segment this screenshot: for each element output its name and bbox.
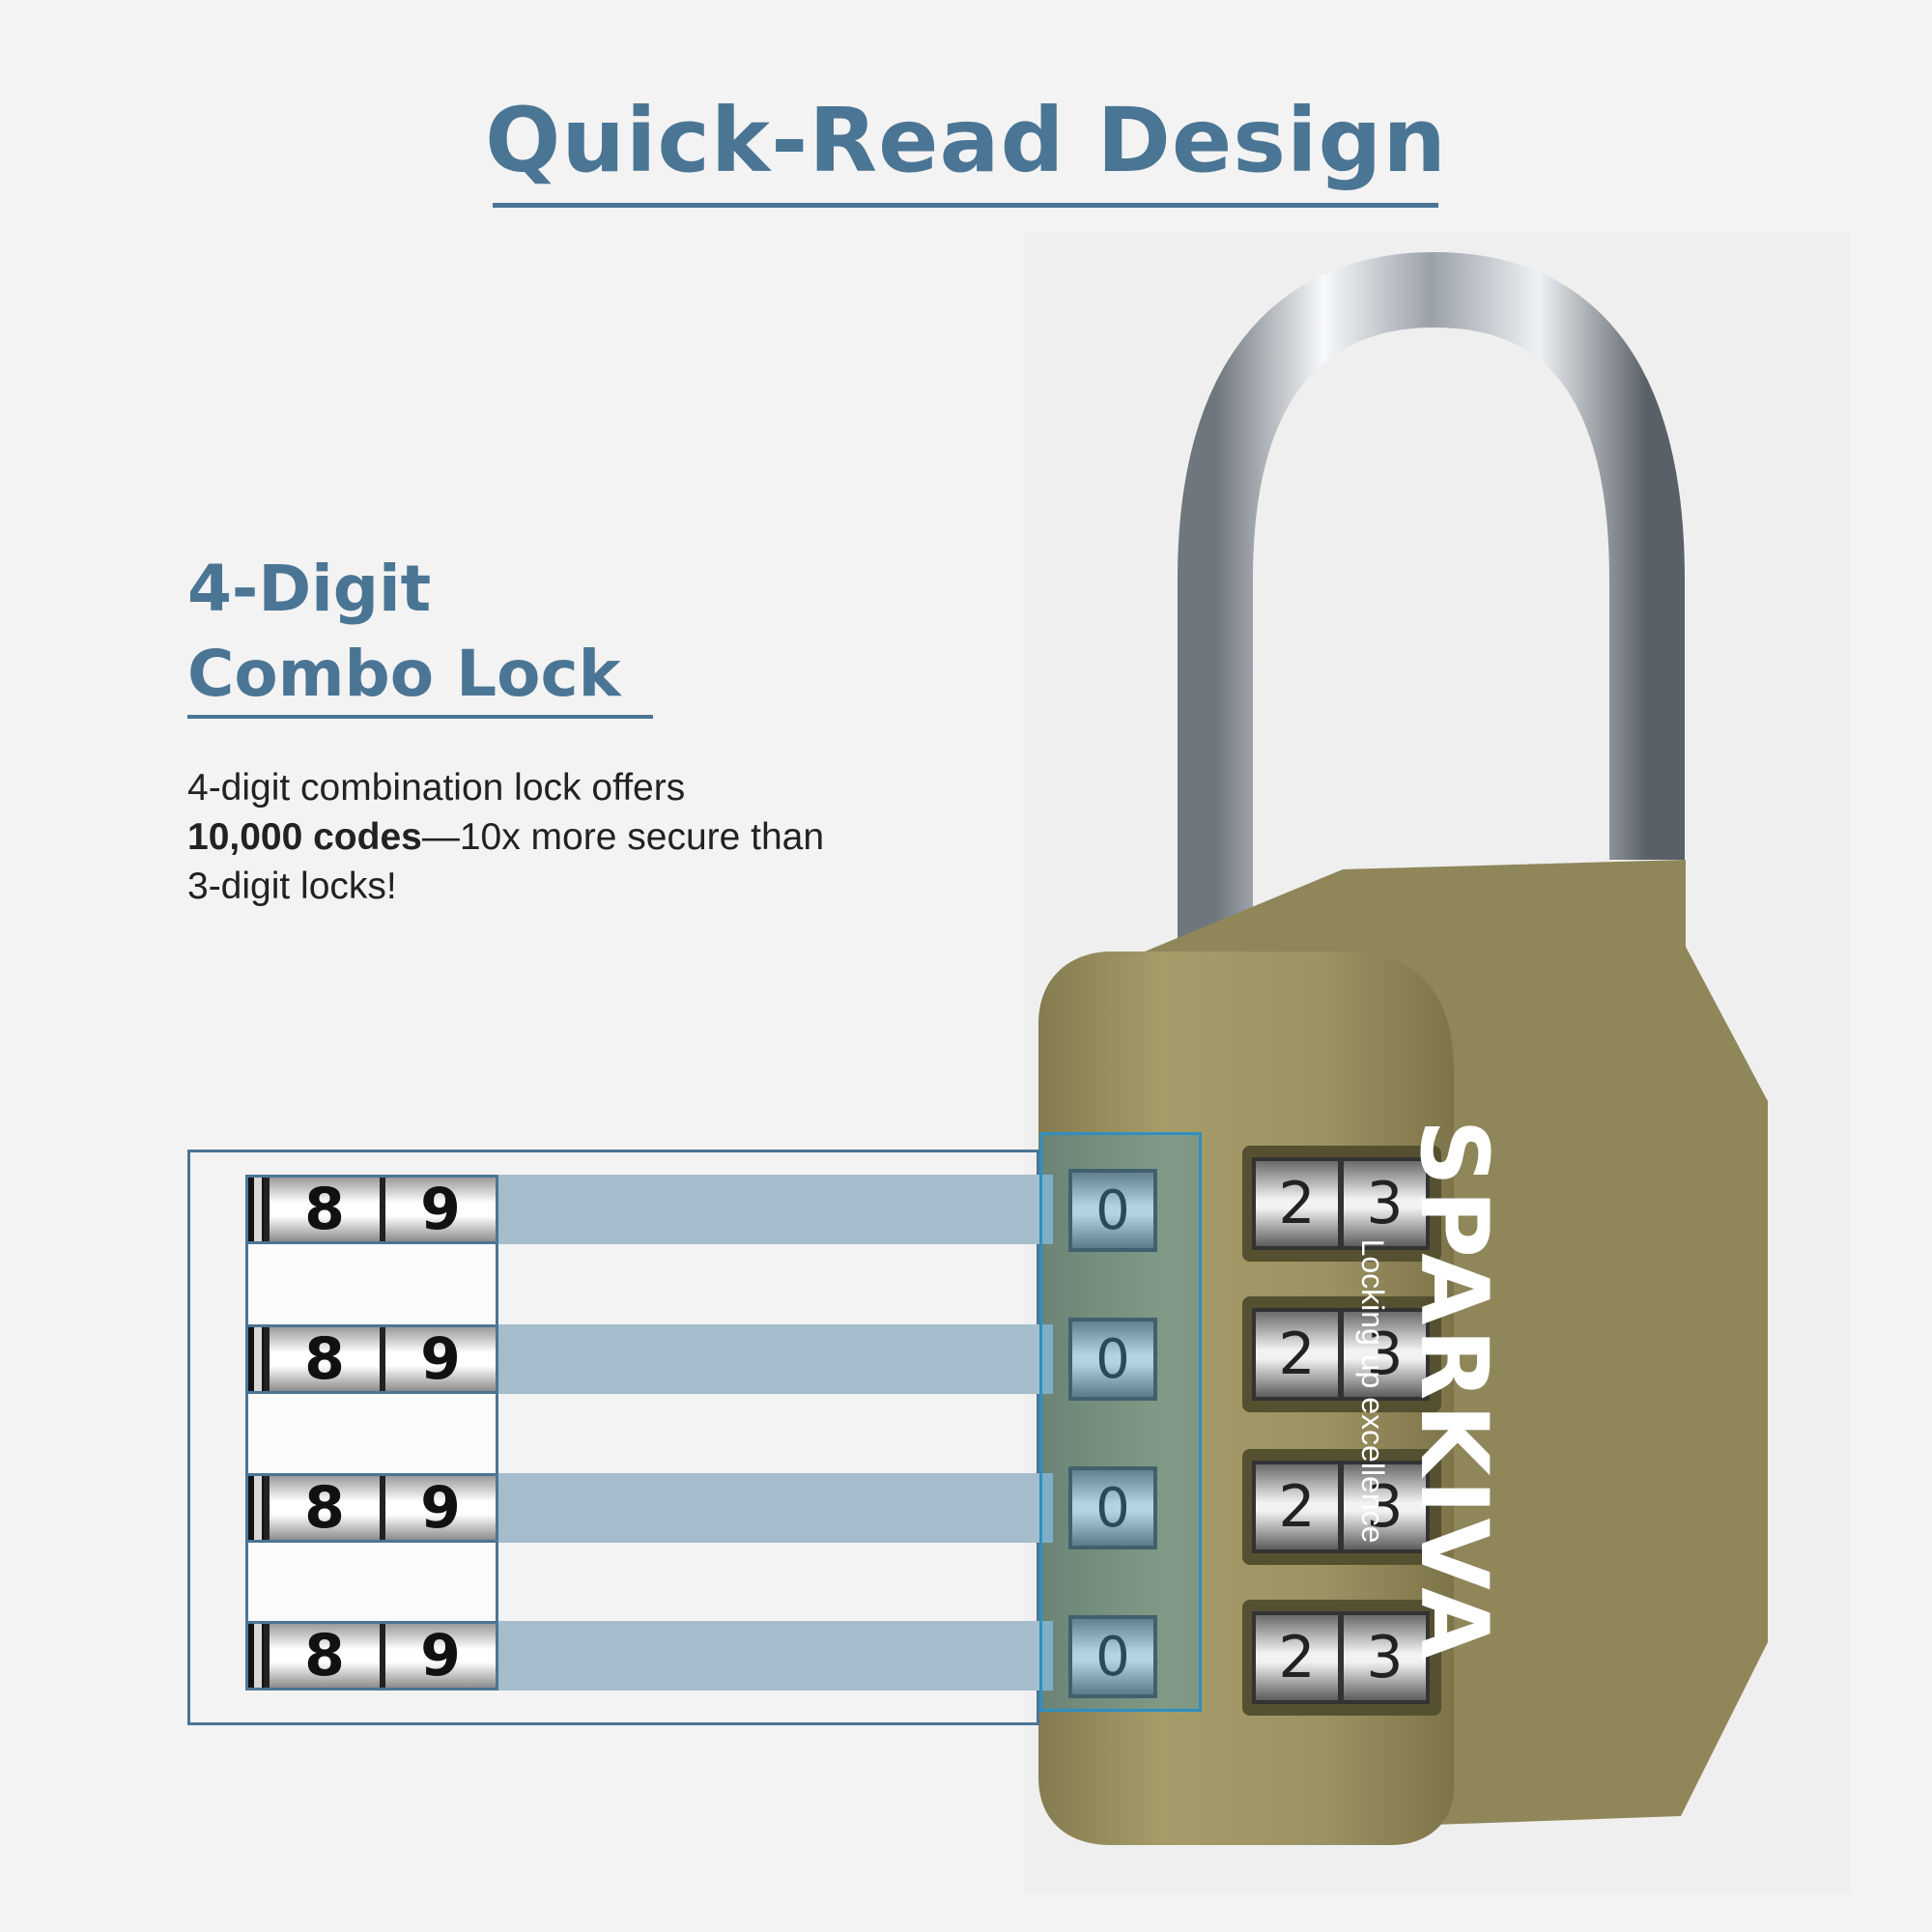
dial-digit: 8	[264, 1622, 380, 1690]
lock-wheel-digit: 3	[1338, 1161, 1426, 1246]
shackle	[1178, 251, 1685, 952]
dial-digit: 8	[264, 1325, 380, 1393]
highlight-band	[498, 1175, 1053, 1244]
feature-description-post: —10x more secure than 3-digit locks!	[187, 816, 825, 907]
lock-wheel: 0	[1068, 1318, 1157, 1401]
highlight-band	[498, 1473, 1053, 1543]
feature-heading-underline	[187, 715, 653, 719]
lock-wheel-pair: 2 3	[1252, 1157, 1430, 1250]
lock-wheel-digit: 2	[1278, 1321, 1316, 1388]
lock-wheel-digit: 3	[1338, 1464, 1426, 1549]
lock-wheel-digit: 2	[1278, 1473, 1316, 1541]
lock-wheel-pair: 2 3	[1252, 1461, 1430, 1553]
lock-wheel-digit: 2	[1278, 1170, 1316, 1237]
lock-wheel: 0	[1068, 1615, 1157, 1698]
highlight-band	[498, 1324, 1053, 1394]
brand-name: SPARKIVA	[1400, 1119, 1508, 1663]
highlight-band	[498, 1621, 1053, 1690]
dial-digit: 9	[380, 1474, 496, 1542]
dial-digit: 9	[380, 1176, 496, 1243]
page-title: Quick-Read Design	[485, 89, 1447, 192]
callout-frame	[187, 1150, 1039, 1725]
lock-wheel-digit: 3	[1338, 1615, 1426, 1700]
lock-wheel-digit: 3	[1338, 1312, 1426, 1397]
lock-wheel-pair: 2 3	[1252, 1611, 1430, 1704]
title-underline	[493, 203, 1438, 208]
dial-strip-column	[245, 1175, 498, 1689]
feature-heading: 4-Digit Combo Lock	[187, 547, 690, 717]
dial-strip: 8 9	[245, 1175, 498, 1244]
dial-digit: 8	[264, 1176, 380, 1243]
feature-description: 4-digit combination lock offers 10,000 c…	[187, 763, 864, 911]
feature-heading-line2: Combo Lock	[187, 637, 621, 711]
lock-wheel: 0	[1068, 1169, 1157, 1252]
lock-wheel: 0	[1068, 1466, 1157, 1549]
dial-highlight-box	[1039, 1132, 1202, 1712]
dial-strip: 8 9	[245, 1621, 498, 1690]
brand-logo: SPARKIVA Locking up excellence	[1355, 1092, 1508, 1690]
dial-strip: 8 9	[245, 1324, 498, 1394]
dial-strip: 8 9	[245, 1473, 498, 1543]
feature-description-bold: 10,000 codes	[187, 816, 422, 858]
feature-description-pre: 4-digit combination lock offers	[187, 767, 686, 809]
feature-heading-line1: 4-Digit	[187, 552, 432, 626]
dial-digit: 8	[264, 1474, 380, 1542]
brand-tagline: Locking up excellence	[1355, 1238, 1390, 1544]
lock-wheel-digit: 2	[1278, 1624, 1316, 1691]
dial-digit: 9	[380, 1325, 496, 1393]
lock-wheel-pair: 2 3	[1252, 1308, 1430, 1401]
dial-digit: 9	[380, 1622, 496, 1690]
